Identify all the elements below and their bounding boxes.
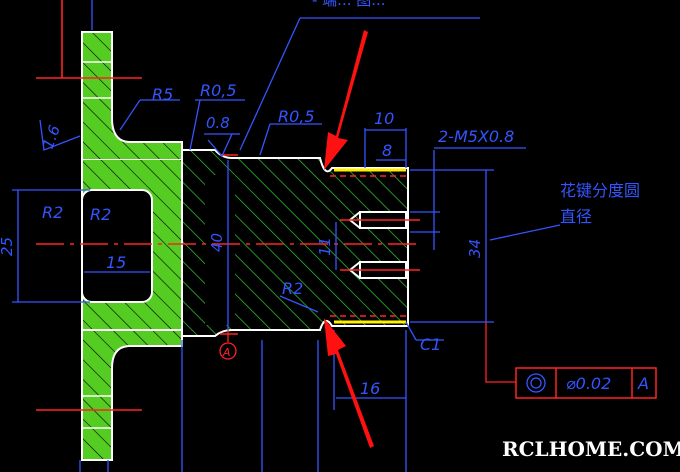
dim-r5: R5 bbox=[152, 85, 173, 104]
roughness-left-value: 1.6 bbox=[39, 123, 64, 152]
dim-r05-right: R0,5 bbox=[278, 107, 315, 126]
dim-thread: 2-M5X0.8 bbox=[438, 127, 514, 146]
dimension-lines bbox=[12, 0, 561, 472]
dim-25: 25 bbox=[0, 237, 16, 256]
watermark: RCLHOME.COM bbox=[502, 437, 680, 461]
dim-c1: C1 bbox=[420, 335, 441, 354]
roughness-symbol-top bbox=[204, 133, 240, 158]
dim-34: 34 bbox=[466, 239, 484, 258]
pointer-arrows bbox=[324, 30, 374, 448]
tolerance-frame bbox=[485, 322, 657, 399]
concentricity-icon bbox=[526, 373, 546, 393]
datum-letter: A bbox=[222, 346, 231, 359]
flange-outline bbox=[81, 32, 112, 460]
dim-16: 16 bbox=[360, 379, 380, 398]
dim-r2-b: R2 bbox=[90, 205, 111, 224]
roughness-value: 0.8 bbox=[206, 114, 230, 132]
tolerance-datum: A bbox=[637, 374, 649, 393]
top-note-text: - 端... 图... bbox=[312, 0, 386, 9]
tolerance-value: ⌀0.02 bbox=[566, 374, 611, 393]
roughness-symbol-left bbox=[39, 119, 81, 151]
spline-label-line2: 直径 bbox=[560, 207, 592, 226]
dim-r2-c: R2 bbox=[282, 279, 303, 298]
datum-marker bbox=[219, 330, 237, 360]
spline-label-line1: 花键分度圆 bbox=[560, 181, 640, 200]
dim-8: 8 bbox=[382, 141, 392, 160]
dim-40: 40 bbox=[208, 233, 226, 252]
dim-10: 10 bbox=[374, 109, 394, 128]
dim-15: 15 bbox=[106, 253, 126, 272]
dim-r2-a: R2 bbox=[42, 203, 63, 222]
dim-r05-left: R0,5 bbox=[200, 81, 237, 100]
dim-11: 11 bbox=[316, 237, 334, 256]
